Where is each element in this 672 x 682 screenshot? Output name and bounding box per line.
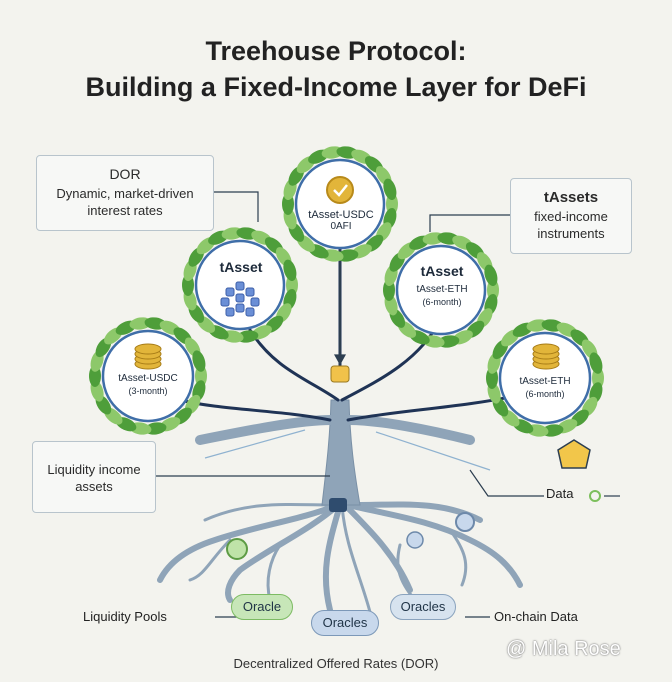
watermark: @ Mila Rose [506,638,621,660]
tassets-callout: tAssets fixed-income instruments [510,178,632,254]
liquidity-income-label: Liquidity income assets [47,462,141,494]
dor-callout: DOR Dynamic, market-driven interest rate… [36,155,214,231]
right-lower-node-sublabel: (6-month) [525,389,565,399]
root-branch [340,503,372,614]
center-arrow-head [333,354,347,366]
coin [134,343,162,355]
tassets-callout-heading: tAssets [543,189,599,206]
dor-callout-heading: DOR [109,166,141,182]
right-diagonal-arrow [375,431,491,471]
data-connector-icon [589,490,601,502]
left-diagonal-arrow [204,429,306,459]
oracle-node-icon [406,531,424,549]
right-lower-node-text: tAsset-ETH (6-month) [497,376,593,400]
pool-gear-icon [226,538,248,560]
node-circle [498,331,592,425]
oracles-center-pill: Oracles [311,610,379,636]
left-lower-node-text: tAsset-USDC (3-month) [100,373,196,397]
coin-stack-icon [532,343,560,370]
leaf [589,352,603,374]
data-source-icon [557,439,591,469]
trunk-badge-icon [330,365,350,383]
left-upper-node-heading: tAsset [219,259,263,275]
root-branch [322,502,343,613]
network-block [235,281,245,291]
network-block [225,287,235,297]
root-branch [203,502,338,522]
tassets-leader [429,214,510,232]
title-line-2: Building a Fixed-Income Layer for DeFi [85,72,587,102]
leaf [383,178,397,200]
root-branch [157,502,341,583]
left-upper-node-text: tAsset [196,258,286,276]
title-line-1: Treehouse Protocol: [205,36,467,66]
network-block [220,297,230,307]
dor-callout-body: Dynamic, market-driven interest rates [56,186,194,218]
root-branch [345,502,523,588]
data-leader [469,469,544,497]
network-block [235,293,245,303]
right-upper-node-heading: tAsset [420,263,464,279]
node-circle [101,329,195,423]
top-node-sublabel: 0AFI [330,221,352,232]
network-block [235,303,245,313]
network-block [245,287,255,297]
root-system [157,501,523,614]
network-block [225,307,235,317]
node-circle [395,244,487,336]
check-mark-icon [333,184,348,197]
root-branch [188,538,232,582]
data-label: Data [546,486,574,501]
network-block [245,307,255,317]
root-branch [448,528,468,587]
trunk-link-icon [329,498,347,512]
blockchain-network-icon [220,281,260,317]
top-node-label: tAsset-USDC [308,209,374,221]
right-upper-node-text: tAsset tAsset-ETH (6-month) [392,262,492,308]
liquidity-pools-label: Liquidity Pools [83,609,167,624]
left-lower-node-label: tAsset-USDC [118,373,178,384]
gold-coin-check-icon [326,176,354,204]
right-lower-node-label: tAsset-ETH [519,376,571,387]
leaf [192,350,206,372]
tassets-callout-body: fixed-income instruments [534,209,608,241]
left-lower-node [89,317,207,435]
right-upper-node-sublabel: (6-month) [422,297,462,307]
coin-stack-icon [134,343,162,370]
root-branch [225,502,341,603]
top-node-text: tAsset-USDC 0AFI [293,209,389,233]
oracles-right-pill: Oracles [390,594,456,620]
footer-caption: Decentralized Offered Rates (DOR) [233,656,439,671]
right-upper-node [383,232,499,348]
oracle-pill: Oracle [231,594,293,620]
coin [532,343,560,355]
liquidity-income-callout: Liquidity income assets [32,441,156,513]
leaf [484,264,498,286]
network-block [250,297,260,307]
root-branch [342,502,413,593]
leaf [283,259,297,281]
lower-limbs [195,415,475,445]
right-upper-node-label: tAsset-ETH [416,284,468,295]
onchain-node-icon [455,512,475,532]
onchain-data-label: On-chain Data [494,609,578,624]
dor-leader [212,191,259,222]
left-lower-node-sublabel: (3-month) [128,386,168,396]
branch-left-upper [248,328,340,402]
branch-left-lower [178,398,332,422]
right-lower-node [486,319,604,437]
tree-trunk [321,399,361,506]
